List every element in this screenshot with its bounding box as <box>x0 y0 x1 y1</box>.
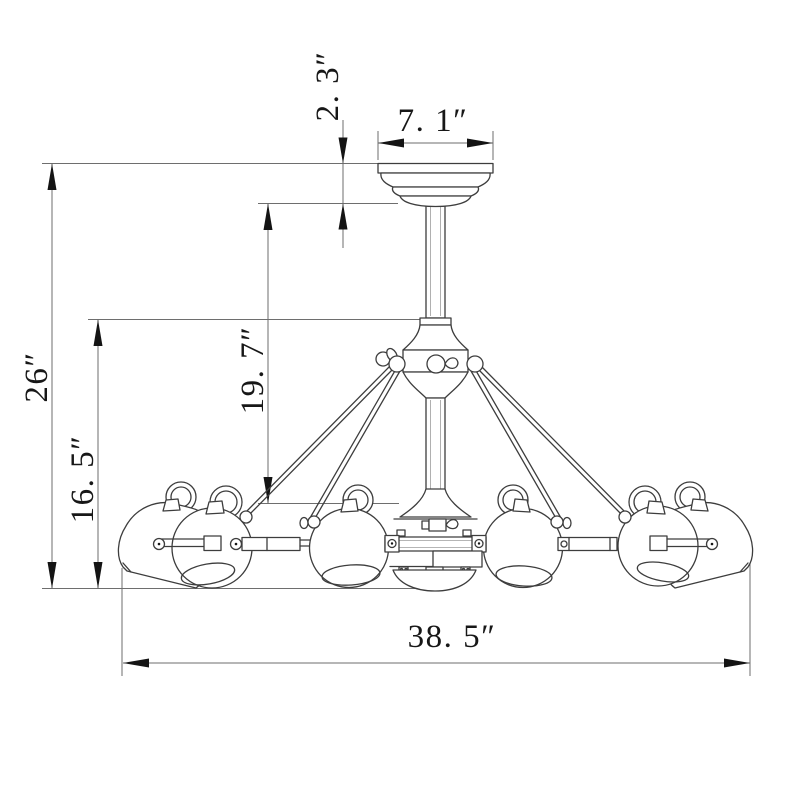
shade-neck <box>690 498 709 512</box>
rod-ball-joint <box>618 510 632 524</box>
center-body <box>384 488 487 592</box>
opening-rim <box>180 562 236 586</box>
bar-tab <box>462 529 472 537</box>
globe-outline <box>308 507 390 589</box>
hub-foot <box>402 371 469 399</box>
canopy-lip <box>391 186 480 197</box>
shade-neck <box>205 500 225 515</box>
column-tube <box>425 397 446 492</box>
fixture-drawing <box>117 162 754 592</box>
dim-label-canopy-width: 7. 1″ <box>398 103 469 139</box>
shade-4 <box>482 484 564 589</box>
rod-ball-joint <box>550 515 564 529</box>
rod-ball-joint <box>307 515 321 529</box>
coupler <box>428 518 447 532</box>
support-rods <box>239 364 632 530</box>
dim-drop-to-arms: 19. 7″ <box>235 203 273 504</box>
dim-label-overall-height: 26″ <box>19 351 55 402</box>
dim-label-fixture-body-height: 16. 5″ <box>65 435 101 524</box>
dim-canopy-width: 7. 1″ <box>378 103 493 148</box>
shade-rim-fold <box>122 562 132 573</box>
downrod-tube <box>425 201 446 319</box>
pivot-pin <box>390 542 394 545</box>
support-rod-left-inner <box>309 368 401 521</box>
wing-nut <box>444 357 459 370</box>
arrowhead-down <box>338 137 348 164</box>
dim-overall-width: 38. 5″ <box>123 619 750 668</box>
support-rod-right-outer <box>476 364 629 519</box>
sleeve-screw <box>560 540 568 548</box>
ceiling-canopy <box>377 162 494 208</box>
dim-canopy-height: 2. 3″ <box>310 51 348 248</box>
coupler-nub <box>421 520 430 530</box>
dim-label-canopy-height: 2. 3″ <box>310 51 346 122</box>
ball-joint-front <box>426 354 446 374</box>
pivot-pin <box>157 542 161 546</box>
arrowhead-left <box>123 658 149 668</box>
rod-ball-joint <box>239 510 253 524</box>
ball-joint-right <box>466 355 484 373</box>
arrowhead-down <box>93 562 103 589</box>
arrowhead-up <box>47 163 57 190</box>
driver-housing <box>432 550 483 568</box>
canopy-dome <box>380 172 491 188</box>
opening-rim <box>636 561 690 583</box>
downrod <box>425 201 446 319</box>
glass-bowl <box>392 569 477 592</box>
bar-tab <box>396 529 406 537</box>
dim-label-overall-width: 38. 5″ <box>408 619 497 655</box>
dimension-annotations: 26″ 16. 5″ 19. 7″ 2. 3″ 7. 1 <box>19 51 751 676</box>
arrowhead-up <box>93 319 103 346</box>
pivot-pin <box>710 542 714 546</box>
shade-neck <box>340 498 359 513</box>
center-column <box>425 397 446 492</box>
opening-rim <box>495 565 553 587</box>
arm-end-bracket <box>649 535 668 552</box>
hub-assembly <box>375 317 484 399</box>
shade-rim-fold <box>739 562 749 573</box>
canopy-top-plate <box>377 162 494 174</box>
lower-bell <box>399 488 472 518</box>
dim-overall-height: 26″ <box>19 163 57 589</box>
arm-shade-1 <box>160 535 222 552</box>
dim-fixture-body-height: 16. 5″ <box>65 319 103 589</box>
pivot-pin <box>234 542 238 546</box>
arm-shade-6 <box>649 535 711 552</box>
support-rod-left-outer <box>242 364 395 519</box>
arm-sleeve <box>241 536 301 552</box>
arrowhead-left <box>378 138 404 148</box>
shade-neck <box>646 500 666 515</box>
dim-label-drop-to-arms: 19. 7″ <box>235 326 271 415</box>
hub-socket <box>419 317 452 326</box>
support-rod-right-inner <box>470 368 562 521</box>
arrowhead-right <box>724 658 750 668</box>
canopy-bottom <box>399 195 472 208</box>
arrowhead-right <box>467 138 493 148</box>
arm-shade-2 <box>241 536 314 552</box>
shade-3 <box>308 484 390 589</box>
shade-neck <box>162 498 181 512</box>
shade-neck <box>512 498 531 513</box>
opening-rim <box>321 564 381 586</box>
hub-bell <box>402 324 469 351</box>
arm-pivots <box>152 537 719 551</box>
pivot-pin <box>477 542 481 545</box>
ball-joint-left <box>388 355 406 373</box>
wing-nut <box>562 516 572 530</box>
arrowhead-up <box>263 203 273 230</box>
arm-bracket-right <box>557 536 618 552</box>
arm-sleeve <box>557 536 618 552</box>
arm-end-bracket <box>203 535 222 552</box>
wing-nut <box>445 518 459 530</box>
arrowhead-up <box>338 203 348 230</box>
arrowhead-down <box>47 562 57 589</box>
center-bar <box>384 536 487 552</box>
wing-nut <box>299 516 309 530</box>
